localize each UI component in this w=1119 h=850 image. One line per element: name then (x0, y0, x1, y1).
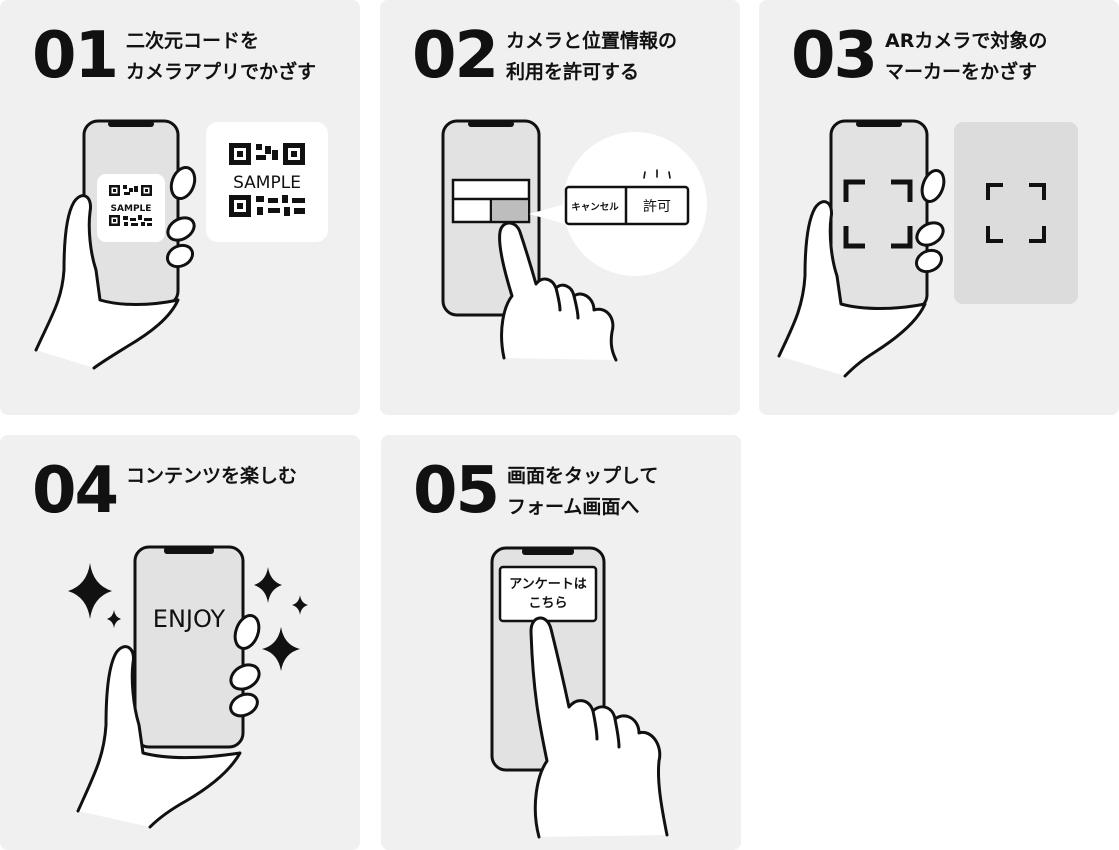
cancel-button[interactable]: キャンセル (571, 202, 619, 213)
step-05-card: アンケートは こちら 05 画面をタップして フォーム画面へ (381, 435, 741, 850)
step-number: 04 (32, 454, 119, 528)
hand-icon (777, 169, 946, 378)
survey-button-label-line-2: こちら (528, 596, 567, 611)
survey-button-label-line-1: アンケートは (509, 577, 586, 592)
step-title: 画面をタップして フォーム画面へ (507, 461, 733, 523)
step-title: 二次元コードを カメラアプリでかざす (126, 26, 352, 88)
step-04-card: ENJOY 04 コンテンツを楽しむ (0, 435, 360, 850)
phone-icon (133, 545, 245, 749)
step-04-illustration: ENJOY (68, 545, 308, 829)
step-number: 01 (32, 19, 119, 93)
step-number: 03 (791, 19, 878, 93)
survey-button[interactable] (498, 565, 598, 623)
step-02-illustration: キャンセル 許可 (441, 119, 707, 362)
step-title: カメラと位置情報の 利用を許可する (506, 26, 732, 88)
step-title-line-2: 利用を許可する (506, 61, 640, 83)
sparkle-icon (68, 563, 308, 671)
step-title-line-1: 二次元コードを (126, 30, 260, 52)
pointing-hand-icon (529, 616, 669, 839)
enjoy-screen-text: ENJOY (153, 605, 226, 633)
camera-frame-icon (843, 179, 913, 249)
step-number: 02 (412, 19, 499, 93)
step-title-line-1: ARカメラで対象の (885, 30, 1048, 52)
step-01-illustration: SAMPLE SAMPLE (34, 119, 328, 370)
hand-icon (76, 614, 261, 829)
step-title-line-1: 画面をタップして (507, 465, 659, 487)
step-02-card: キャンセル 許可 02 カメラと位置情報の 利用を許可する (380, 0, 740, 415)
step-number: 05 (413, 454, 500, 528)
step-03-illustration (777, 119, 1078, 378)
allow-button[interactable]: 許可 (643, 199, 671, 215)
step-title-line-2: マーカーをかざす (885, 61, 1038, 83)
step-title-line-1: カメラと位置情報の (506, 30, 678, 52)
qr-sample-label-small: SAMPLE (111, 204, 152, 214)
phone-icon (829, 119, 929, 311)
marker-frame-icon (986, 183, 1046, 243)
step-title-line-1: コンテンツを楽しむ (126, 465, 298, 487)
ar-marker-card (954, 122, 1078, 304)
step-01-card: SAMPLE SAMPLE 01 二次元コードを カメラアプリでかざす (0, 0, 360, 415)
tap-marks-icon (643, 169, 671, 179)
step-03-card: 03 ARカメラで対象の マーカーをかざす (759, 0, 1119, 415)
step-title-line-2: フォーム画面へ (507, 496, 640, 518)
hand-icon (34, 166, 197, 370)
step-05-illustration: アンケートは こちら (490, 546, 669, 839)
qr-sample-label-large: SAMPLE (233, 173, 301, 193)
step-title-line-2: カメラアプリでかざす (126, 61, 317, 83)
step-title: ARカメラで対象の マーカーをかざす (885, 26, 1111, 88)
step-title: コンテンツを楽しむ (126, 461, 352, 492)
